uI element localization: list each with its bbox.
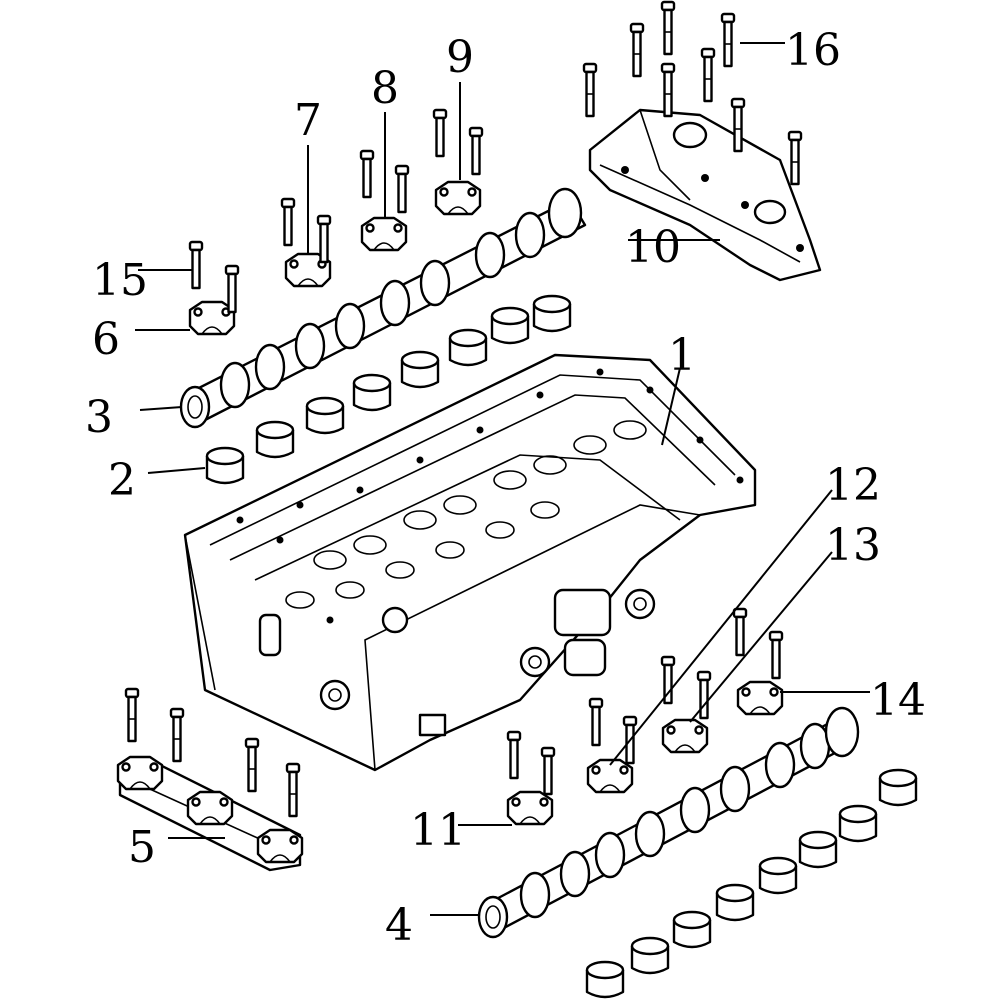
callout-12: 12	[825, 460, 881, 511]
callout-16: 16	[785, 25, 841, 76]
camshaft-upper	[179, 187, 587, 429]
callout-15: 15	[92, 255, 148, 306]
callout-numbers: 1 2 3 4 5 6 7 8 9 10 11 12 13 14 15 16	[85, 25, 926, 951]
front-camshaft-housing	[588, 108, 822, 282]
callout-5: 5	[128, 822, 156, 873]
callout-10: 10	[625, 222, 681, 273]
callout-3: 3	[85, 392, 113, 443]
callout-4: 4	[385, 900, 413, 951]
callout-9: 9	[446, 32, 474, 83]
callout-7: 7	[294, 95, 322, 146]
front-bearing-cap-lower	[116, 755, 304, 872]
callout-11: 11	[410, 805, 466, 856]
camshaft-lower	[477, 706, 860, 939]
cylinder-head	[183, 353, 757, 772]
callout-13: 13	[825, 520, 881, 571]
callout-8: 8	[371, 63, 399, 114]
leader-lines	[135, 42, 870, 916]
callout-1: 1	[668, 330, 696, 381]
callout-14: 14	[870, 675, 926, 726]
callout-6: 6	[92, 314, 120, 365]
valve-tappets-lower	[585, 768, 918, 999]
callout-2: 2	[108, 455, 136, 506]
